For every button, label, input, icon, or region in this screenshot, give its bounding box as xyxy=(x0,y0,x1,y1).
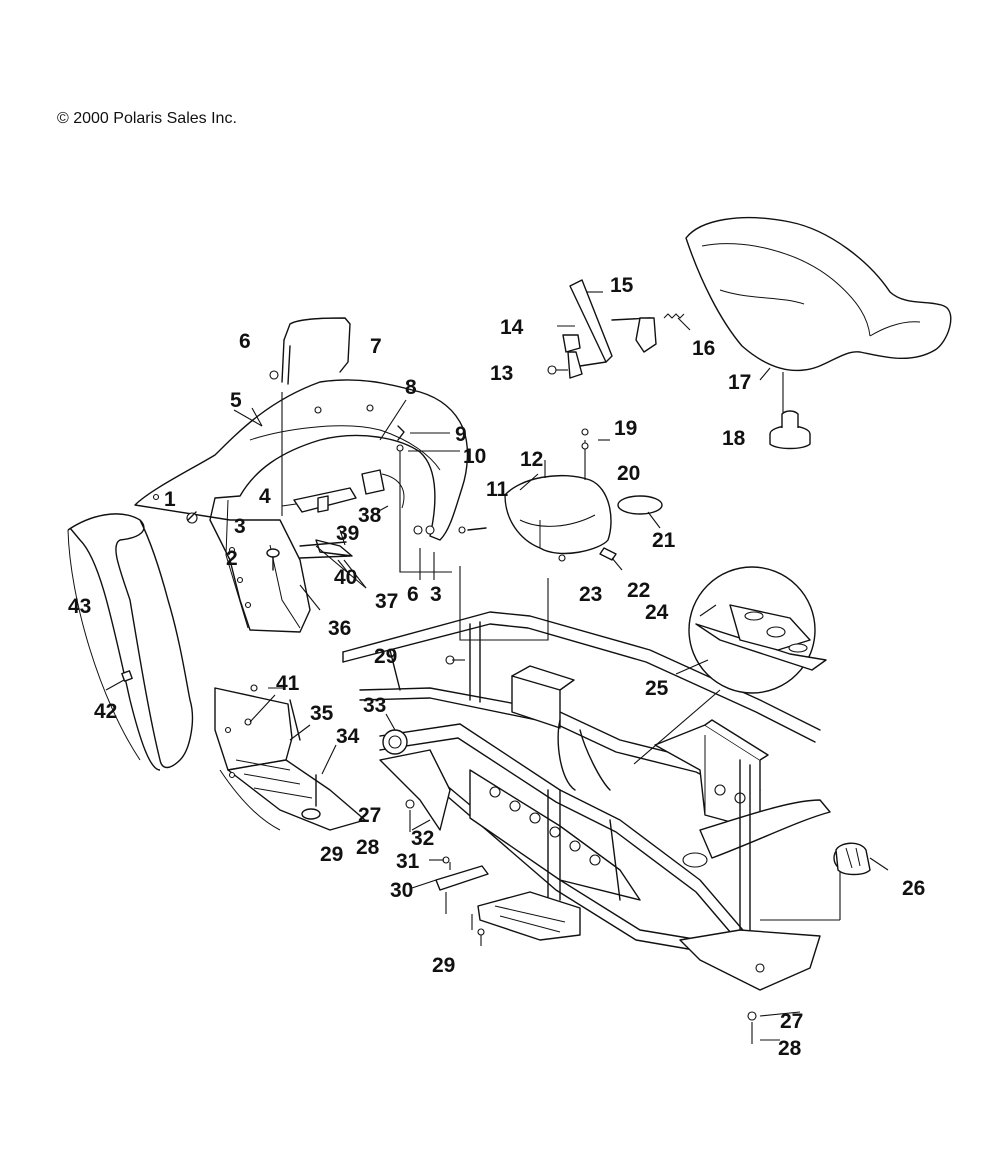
callout-6a: 6 xyxy=(239,330,251,353)
cap-part xyxy=(760,842,889,921)
callout-8: 8 xyxy=(405,376,417,399)
main-frame-part xyxy=(342,611,831,991)
callout-9: 9 xyxy=(455,423,467,446)
callout-16: 16 xyxy=(692,337,715,360)
callout-21: 21 xyxy=(652,529,676,552)
callout-25: 25 xyxy=(645,677,669,700)
fender-flap-part xyxy=(186,511,353,571)
callout-41: 41 xyxy=(276,672,300,695)
callout-1: 1 xyxy=(164,488,176,511)
seat-bumper-part xyxy=(769,410,811,450)
grab-bar-part xyxy=(269,317,351,516)
callout-23: 23 xyxy=(579,583,602,606)
callout-5: 5 xyxy=(230,389,242,412)
callout-17: 17 xyxy=(728,371,751,394)
callout-18: 18 xyxy=(722,427,746,450)
callout-3a: 3 xyxy=(234,515,246,538)
callout-29a: 29 xyxy=(374,645,397,668)
callout-34: 34 xyxy=(336,725,360,748)
callout-33: 33 xyxy=(363,694,386,717)
callout-37: 37 xyxy=(375,590,398,613)
callout-22: 22 xyxy=(627,579,650,602)
callout-10: 10 xyxy=(463,445,486,468)
callout-20: 20 xyxy=(617,462,640,485)
rear-mud-flap-part xyxy=(67,513,194,771)
callout-42: 42 xyxy=(94,700,117,723)
callout-15: 15 xyxy=(610,274,634,297)
callout-11: 11 xyxy=(486,478,509,501)
callout-12: 12 xyxy=(520,448,543,471)
rear-fender-part xyxy=(134,379,469,633)
callout-28b: 28 xyxy=(778,1037,802,1060)
fender-brackets-part xyxy=(293,425,487,572)
footrest-part xyxy=(435,856,581,941)
detail-inset-part xyxy=(633,566,827,765)
callout-43: 43 xyxy=(68,595,91,618)
callout-27b: 27 xyxy=(780,1010,803,1033)
callout-30: 30 xyxy=(390,879,413,902)
callout-40: 40 xyxy=(334,566,357,589)
storage-tank-part xyxy=(504,428,663,562)
callout-27a: 27 xyxy=(358,804,381,827)
callout-26: 26 xyxy=(902,877,925,900)
callout-29b: 29 xyxy=(320,843,343,866)
callout-7: 7 xyxy=(370,335,382,358)
callout-19: 19 xyxy=(614,417,637,440)
callout-2: 2 xyxy=(226,547,238,570)
callout-13: 13 xyxy=(490,362,513,385)
callout-36: 36 xyxy=(328,617,351,640)
callout-35: 35 xyxy=(310,702,334,725)
callout-38: 38 xyxy=(358,504,382,527)
callout-4: 4 xyxy=(259,485,271,508)
callout-24: 24 xyxy=(645,601,669,624)
callout-6b: 6 xyxy=(407,583,419,606)
seat-part xyxy=(685,216,952,415)
callout-29c: 29 xyxy=(432,954,455,977)
footwell-part xyxy=(214,684,366,831)
callout-39: 39 xyxy=(336,522,359,545)
callout-14: 14 xyxy=(500,316,524,339)
copyright-notice: © 2000 Polaris Sales Inc. xyxy=(57,110,237,127)
callout-32: 32 xyxy=(411,827,434,850)
seat-latch-part xyxy=(547,279,691,379)
callout-labels: 1 2 3 3 4 5 6 6 7 8 9 10 11 12 13 14 15 … xyxy=(68,274,925,1060)
fasteners-part xyxy=(249,655,757,1044)
leader-lines xyxy=(105,367,801,1041)
callout-28a: 28 xyxy=(356,836,380,859)
callout-31: 31 xyxy=(396,850,420,873)
callout-3b: 3 xyxy=(430,583,442,606)
